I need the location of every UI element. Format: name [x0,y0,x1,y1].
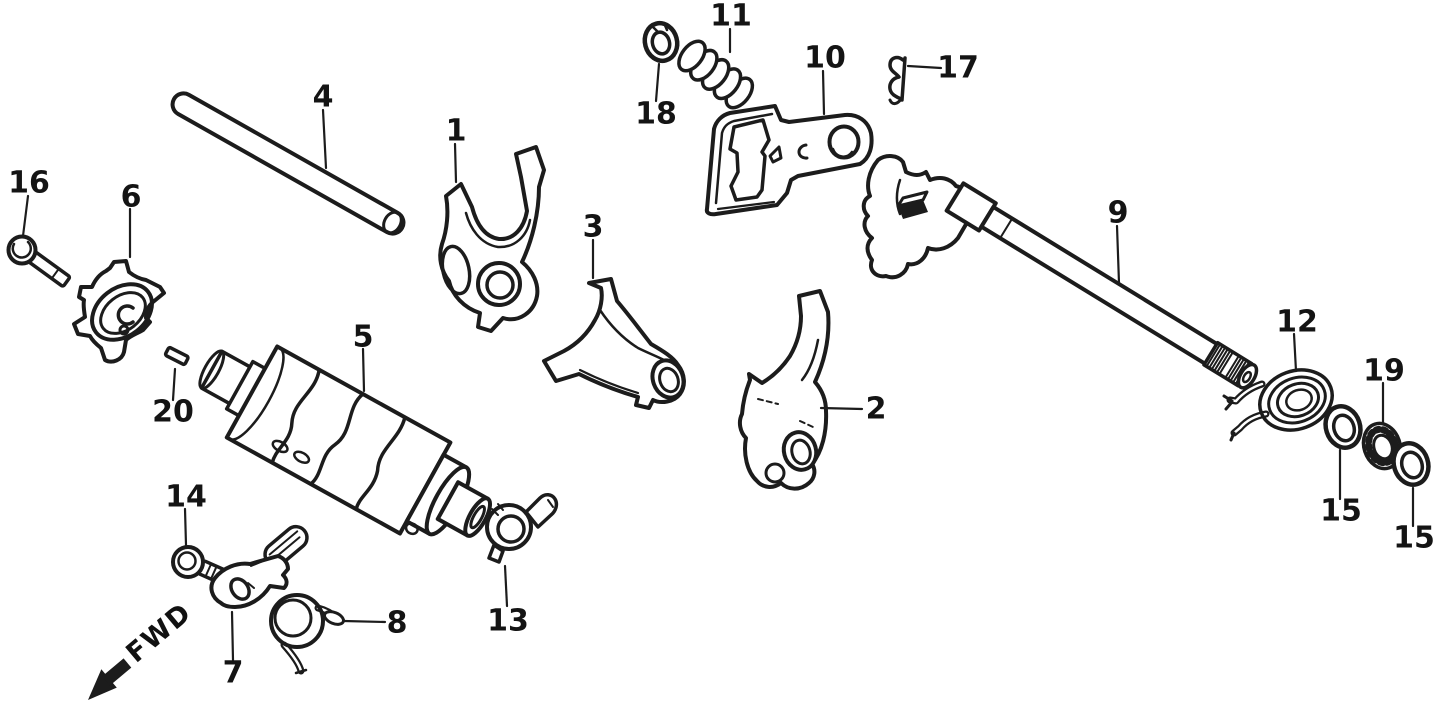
callout-18: 18 [635,62,677,132]
part-4-fork-shaft-rod [170,91,406,236]
callout-20: 20 [152,367,194,430]
part-number-label: 5 [353,320,374,355]
part-number-label: 14 [165,480,207,515]
callout-15-right: 15 [1393,486,1435,556]
part-12-return-spring [1222,368,1334,442]
callout-15-left: 15 [1320,448,1362,529]
leader-line [1292,332,1298,373]
part-number-label: 10 [804,41,846,76]
part-15-washer-left [1323,404,1363,450]
part-10-guide-plate [704,104,874,217]
leader-line [21,194,30,238]
part-9-gearshift-spindle [861,154,1259,390]
leader-line [171,367,177,402]
part-number-label: 19 [1363,354,1405,389]
callout-4: 4 [313,80,334,170]
part-number-label: 13 [487,604,529,639]
fwd-arrow: FWD [88,597,198,700]
part-number-label: 11 [710,0,752,34]
part-1-shift-fork [438,145,546,333]
leader-line [453,142,458,184]
part-15-washer-right [1391,441,1431,487]
leader-line [321,108,328,170]
part-number-label: 20 [152,395,194,430]
leader-line [1115,224,1121,285]
callouts: 16 6 4 1 3 18 11 10 [8,0,1435,691]
part-18-ring [642,20,680,64]
part-5-shift-drum [198,344,493,538]
callout-8: 8 [342,606,408,641]
callout-11: 11 [710,0,752,54]
leader-line [183,507,188,547]
fwd-label: FWD [120,597,197,669]
part-2-shift-fork [737,289,831,491]
leader-line [361,347,366,393]
part-13-collar-clip [485,493,559,564]
part-number-label: 17 [937,51,979,86]
part-number-label: 9 [1108,196,1129,231]
part-number-label: 15 [1393,521,1435,556]
part-number-label: 4 [313,80,334,115]
part-number-label: 18 [635,97,677,132]
callout-2: 2 [819,392,887,427]
part-number-label: 2 [866,392,887,427]
part-6-star-cam [72,259,166,364]
callout-5: 5 [353,320,374,393]
part-17-clip [888,55,907,106]
part-number-label: 1 [446,114,467,149]
part-number-label: 3 [583,210,604,245]
callout-12: 12 [1276,305,1318,373]
callout-14: 14 [165,480,207,547]
callout-7: 7 [223,610,244,691]
part-number-label: 7 [223,656,244,691]
callout-19: 19 [1363,354,1405,425]
callout-3: 3 [583,210,604,280]
leader-line [654,62,661,103]
part-7-stopper-arm [209,524,309,609]
part-8-torsion-spring [269,593,345,675]
part-number-label: 8 [387,606,408,641]
callout-1: 1 [446,114,467,184]
part-19-snap-ring [1361,421,1403,471]
leader-line [342,619,387,624]
leader-line [503,564,509,608]
leader-line [906,64,943,70]
part-11-coil-spring [677,39,755,110]
part-3-shift-fork [542,277,686,410]
callout-17: 17 [906,51,979,86]
leader-line [230,610,235,662]
callout-16: 16 [8,166,50,238]
part-20-dowel-pin [163,345,190,367]
part-16-bolt [6,234,72,288]
leader-line [821,69,826,116]
callout-10: 10 [804,41,846,116]
callout-13: 13 [487,564,529,639]
part-number-label: 12 [1276,305,1318,340]
callout-9: 9 [1108,196,1129,285]
part-number-label: 6 [121,180,142,215]
part-number-label: 15 [1320,494,1362,529]
leader-line [819,406,864,411]
part-number-label: 16 [8,166,50,201]
callout-6: 6 [121,180,142,259]
